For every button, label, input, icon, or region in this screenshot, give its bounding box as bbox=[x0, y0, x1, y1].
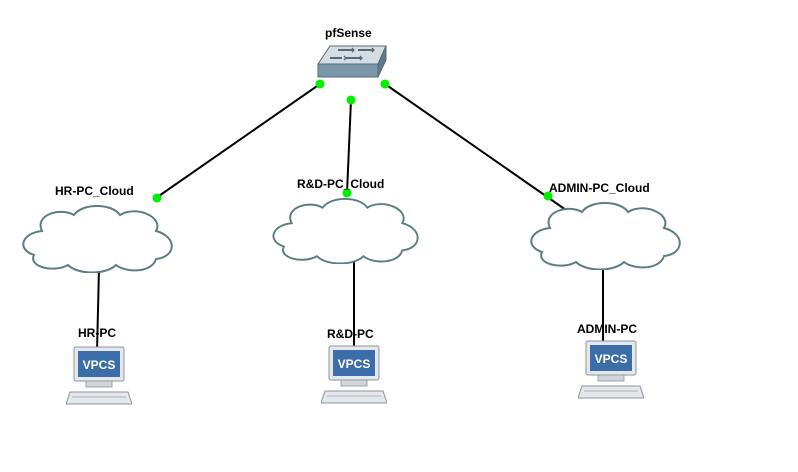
router-label: pfSense bbox=[325, 26, 372, 40]
link-status-dot bbox=[315, 79, 325, 89]
vpcs-screen-text: VPCS bbox=[83, 358, 116, 372]
switch-router-icon[interactable] bbox=[316, 44, 392, 80]
link-hr-cloud-pc[interactable] bbox=[96, 267, 100, 353]
pc-label-admin: ADMIN-PC bbox=[577, 322, 637, 336]
link-status-dot bbox=[543, 191, 553, 201]
cloud-icon[interactable] bbox=[18, 203, 178, 273]
vpcs-computer-icon[interactable]: VPCS bbox=[578, 340, 644, 400]
pc-label-rnd: R&D-PC bbox=[327, 327, 374, 341]
cloud-icon[interactable] bbox=[267, 196, 425, 264]
vpcs-screen-text: VPCS bbox=[595, 352, 628, 366]
link-status-dot bbox=[346, 95, 356, 105]
pc-label-hr: HR-PC bbox=[78, 326, 116, 340]
link-router-admin-cloud[interactable] bbox=[384, 83, 567, 211]
vpcs-computer-icon[interactable]: VPCS bbox=[66, 346, 132, 406]
cloud-label-rnd: R&D-PC_Cloud bbox=[297, 177, 385, 191]
link-status-dot bbox=[342, 188, 352, 198]
vpcs-screen-text: VPCS bbox=[338, 357, 371, 371]
cloud-icon[interactable] bbox=[526, 200, 686, 270]
link-status-dot bbox=[152, 193, 162, 203]
link-status-dot bbox=[380, 79, 390, 89]
link-router-rnd-cloud[interactable] bbox=[346, 99, 352, 194]
vpcs-computer-icon[interactable]: VPCS bbox=[321, 345, 387, 405]
cloud-label-admin: ADMIN-PC_Cloud bbox=[549, 181, 650, 195]
link-router-hr-cloud[interactable] bbox=[155, 83, 321, 199]
cloud-label-hr: HR-PC_Cloud bbox=[55, 184, 134, 198]
